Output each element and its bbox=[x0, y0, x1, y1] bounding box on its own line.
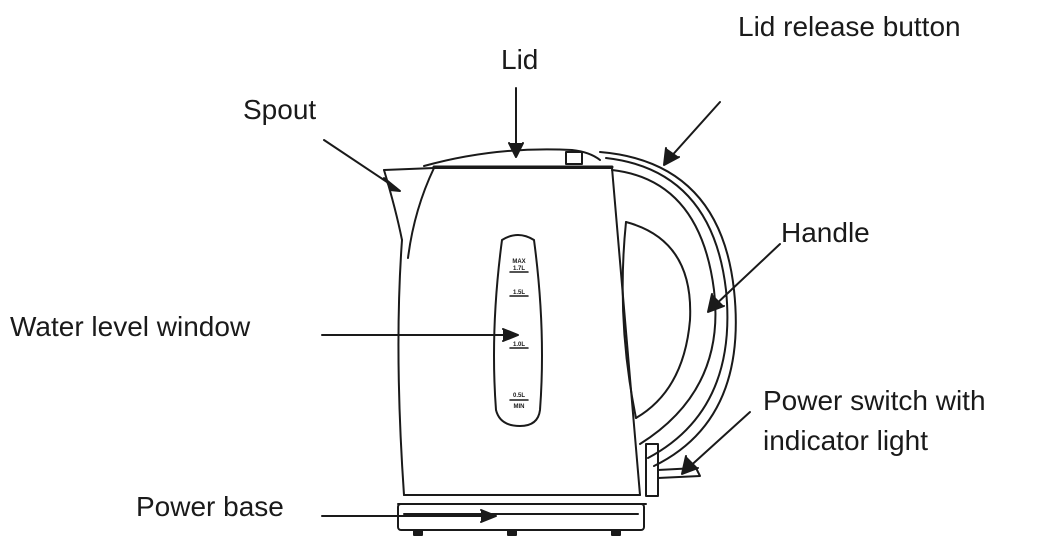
arrow-lid-release bbox=[667, 101, 721, 161]
label-power-base: Power base bbox=[136, 491, 284, 522]
label-lid: Lid bbox=[501, 44, 539, 75]
handle bbox=[599, 151, 737, 467]
water-level-window bbox=[493, 234, 543, 427]
arrow-power-switch bbox=[685, 411, 751, 471]
label-water-level-window: Water level window bbox=[10, 311, 251, 342]
label-power-switch-line1: Power switch with bbox=[763, 385, 986, 416]
pointer-arrows bbox=[321, 87, 781, 523]
gauge-mark-1: 1.5L bbox=[513, 290, 525, 296]
arrow-spout bbox=[323, 139, 397, 189]
label-spout: Spout bbox=[243, 94, 317, 125]
gauge-max-bottom: 1.7L bbox=[513, 266, 525, 272]
gauge-mark-2: 1.0L bbox=[513, 342, 525, 348]
label-lid-release-button: Lid release button bbox=[738, 11, 961, 42]
power-switch bbox=[645, 443, 701, 497]
label-handle: Handle bbox=[781, 217, 870, 248]
gauge-max-top: MAX bbox=[512, 259, 525, 265]
label-power-switch: Power switch with indicator light bbox=[763, 381, 986, 461]
kettle-body bbox=[383, 167, 647, 505]
gauge-min-bottom: MIN bbox=[514, 404, 525, 410]
label-power-switch-line2: indicator light bbox=[763, 425, 928, 456]
power-base bbox=[397, 503, 645, 536]
arrow-handle bbox=[711, 243, 781, 309]
gauge-min-top: 0.5L bbox=[513, 393, 525, 399]
